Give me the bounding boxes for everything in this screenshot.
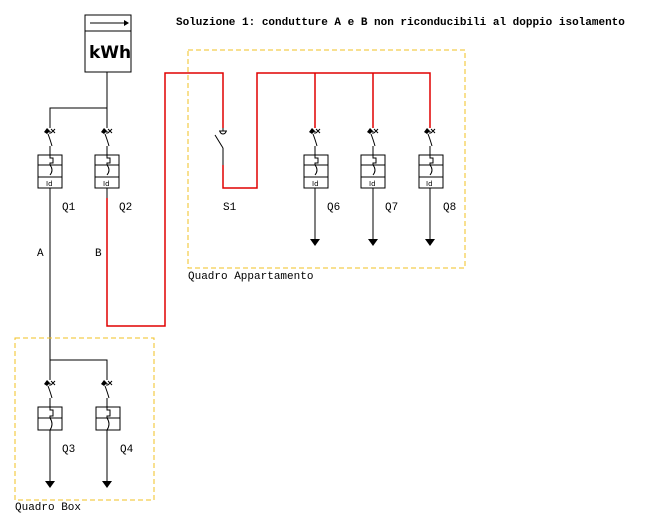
breaker-q7: Id Q7 xyxy=(360,127,398,246)
svg-text:Id: Id xyxy=(46,180,53,188)
load-arrow-icon xyxy=(102,481,112,488)
conductor-a-label: A xyxy=(37,248,44,260)
breaker-q7-label: Q7 xyxy=(385,202,398,214)
energy-meter: kWh xyxy=(84,14,132,73)
breaker-q6-label: Q6 xyxy=(327,202,340,214)
breaker-q8: Id Q8 xyxy=(418,127,456,246)
breaker-q1: Id Q1 xyxy=(37,127,76,214)
breaker-q4: Q4 xyxy=(95,379,134,488)
breaker-q8-label: Q8 xyxy=(443,202,456,214)
svg-text:Id: Id xyxy=(103,180,110,188)
diagram-title: Soluzione 1: condutture A e B non ricond… xyxy=(176,17,625,29)
load-arrow-icon xyxy=(310,239,320,246)
load-arrow-icon xyxy=(45,481,55,488)
switch-s1: S1 xyxy=(214,128,237,214)
breaker-q4-label: Q4 xyxy=(120,444,134,456)
panel-appartamento xyxy=(187,49,466,269)
switch-s1-label: S1 xyxy=(223,202,237,214)
load-arrow-icon xyxy=(425,239,435,246)
conductor-b-label: B xyxy=(95,248,102,260)
breaker-q6: Id Q6 xyxy=(303,127,340,246)
breaker-q3: Q3 xyxy=(37,379,75,488)
breaker-q3-label: Q3 xyxy=(62,444,75,456)
panel-appartamento-label: Quadro Appartamento xyxy=(188,271,313,283)
conductor-b xyxy=(106,72,224,327)
breaker-q2: Id Q2 xyxy=(94,127,132,214)
red-bus-appartamento xyxy=(222,72,431,189)
panel-box xyxy=(14,337,155,501)
load-arrow-icon xyxy=(368,239,378,246)
breaker-q1-label: Q1 xyxy=(62,202,76,214)
wire-box-bus xyxy=(49,359,108,380)
svg-text:Id: Id xyxy=(369,180,376,188)
meter-label: kWh xyxy=(89,43,131,63)
breaker-q2-label: Q2 xyxy=(119,202,132,214)
switch-blade-icon xyxy=(214,134,224,149)
svg-text:Id: Id xyxy=(426,180,433,188)
wire-meter-q1 xyxy=(49,72,108,128)
svg-text:Id: Id xyxy=(312,180,319,188)
panel-box-label: Quadro Box xyxy=(15,502,81,514)
